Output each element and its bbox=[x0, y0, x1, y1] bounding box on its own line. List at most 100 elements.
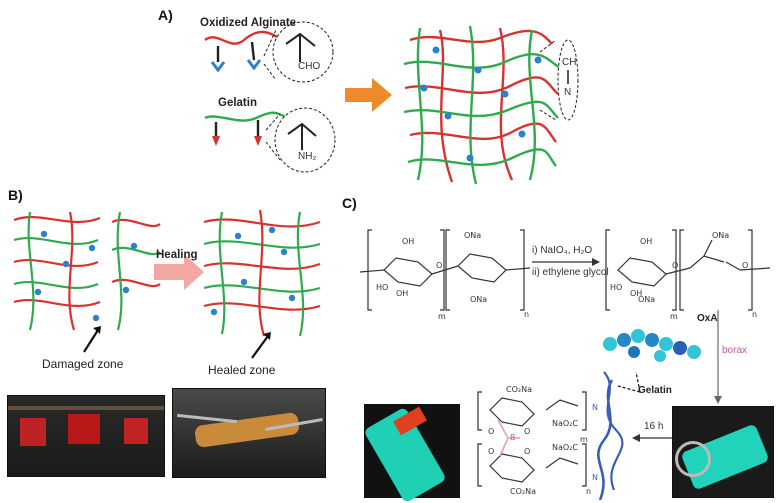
ring bbox=[489, 453, 535, 483]
pointer-arrow-damaged bbox=[83, 329, 99, 353]
network-green-strand bbox=[111, 246, 161, 256]
atom-label: ONa bbox=[464, 231, 482, 240]
zoom-connector bbox=[265, 113, 281, 161]
panel-label-b: B) bbox=[8, 187, 23, 203]
label-step1: i) NaIO₄, H₂O bbox=[532, 245, 593, 256]
network-green-strand bbox=[13, 236, 99, 245]
gel-cube bbox=[20, 418, 46, 446]
crosslink-node bbox=[444, 112, 452, 120]
damaged-network bbox=[13, 211, 161, 331]
network-red-strand bbox=[203, 218, 321, 228]
oxa-repeat-unit bbox=[605, 229, 771, 311]
atom-label: O bbox=[742, 261, 749, 270]
atom-label: NaO₂C bbox=[552, 419, 578, 428]
crosslink-node bbox=[518, 130, 526, 138]
network-red-strand bbox=[498, 27, 514, 181]
network-green-strand bbox=[203, 284, 321, 293]
healing-arrow-pink bbox=[154, 254, 204, 290]
atom-label: ONa bbox=[470, 295, 488, 304]
light-stripe bbox=[8, 406, 164, 410]
network-red-strand bbox=[438, 29, 454, 183]
atom-label: B bbox=[510, 433, 516, 442]
bracket bbox=[477, 443, 482, 487]
label-cho: CHO bbox=[298, 61, 321, 72]
crosslink-node bbox=[130, 242, 138, 250]
atom-label: m bbox=[580, 435, 588, 444]
network-green-strand bbox=[416, 27, 424, 181]
atom-label: NaO₂C bbox=[552, 443, 578, 452]
open-ring bbox=[689, 239, 741, 271]
crosslink-node bbox=[234, 232, 242, 240]
crosslink-node bbox=[34, 288, 42, 296]
network-green-strand bbox=[403, 100, 559, 119]
network-red-strand bbox=[111, 218, 161, 228]
network-red-strand bbox=[13, 216, 101, 223]
label-damaged-zone: Damaged zone bbox=[42, 357, 124, 371]
network-red-strand bbox=[13, 258, 99, 267]
gelatin-pointer bbox=[617, 385, 641, 393]
oxidation-arrowhead bbox=[592, 258, 600, 266]
amine-marker bbox=[212, 136, 220, 146]
crosslink-nodes-b1 bbox=[34, 230, 138, 322]
amine-zoom-circle bbox=[274, 107, 336, 173]
protein-bead bbox=[654, 350, 666, 362]
aldehyde-zoom-structure bbox=[285, 32, 316, 62]
atom-label: O bbox=[488, 447, 495, 456]
gel-cube bbox=[124, 418, 148, 444]
network-green-strand bbox=[218, 211, 226, 335]
borax-arrowhead bbox=[714, 396, 722, 404]
pointer-arrowhead bbox=[263, 332, 271, 340]
crosslink-node bbox=[466, 154, 474, 162]
healed-network bbox=[203, 209, 321, 337]
crosslink-node bbox=[62, 260, 70, 268]
vial-cap bbox=[675, 441, 711, 477]
protein-bead bbox=[628, 346, 640, 358]
borate-crosslink bbox=[497, 419, 520, 457]
ring bbox=[383, 257, 433, 287]
protein-bead bbox=[687, 345, 701, 359]
photo-vial-right bbox=[672, 406, 774, 498]
bracket bbox=[520, 229, 525, 311]
crosslink-node bbox=[40, 230, 48, 238]
crosslink-node bbox=[210, 308, 218, 316]
bracket bbox=[582, 391, 587, 431]
network-red-strand bbox=[13, 298, 101, 307]
panel-label-a: A) bbox=[158, 7, 173, 23]
atom-label: O bbox=[672, 261, 679, 270]
atom-label: O bbox=[524, 427, 531, 436]
bracket bbox=[605, 229, 610, 311]
ring bbox=[617, 257, 667, 287]
crosslink-node bbox=[240, 278, 248, 286]
label-imine-n: N bbox=[564, 87, 572, 98]
atom-label: n bbox=[752, 310, 758, 319]
network-green-strand bbox=[27, 211, 35, 331]
atom-label: O bbox=[436, 261, 443, 270]
time-arrowhead bbox=[632, 434, 640, 442]
crosslink-nodes-b2 bbox=[210, 226, 296, 316]
network-red-strand bbox=[404, 76, 559, 95]
network-green-strand bbox=[403, 53, 561, 70]
crosslinked-product bbox=[477, 391, 587, 487]
crosslink-node bbox=[534, 56, 542, 64]
aldehyde-marker-shape bbox=[246, 59, 262, 71]
atom-label: ONa bbox=[638, 295, 656, 304]
label-healing: Healing bbox=[156, 249, 198, 261]
atom-label: O bbox=[488, 427, 495, 436]
network-green-strand bbox=[116, 211, 123, 331]
alginate-chain bbox=[204, 30, 286, 45]
atom-label: O bbox=[524, 447, 531, 456]
ring bbox=[489, 397, 535, 427]
network-green-strand bbox=[13, 280, 99, 289]
network-green-strand bbox=[468, 25, 478, 185]
atom-label: OH bbox=[640, 237, 653, 246]
imine-zoom-connector bbox=[539, 39, 557, 121]
reaction-arrow-orange bbox=[345, 78, 392, 112]
network-red-strand bbox=[409, 29, 553, 45]
aldehyde-marker bbox=[210, 59, 262, 73]
aldehyde-zoom-circle bbox=[272, 21, 334, 83]
gelatin-pointer bbox=[635, 371, 641, 393]
crosslink-node bbox=[92, 314, 100, 322]
protein-bead bbox=[603, 337, 617, 351]
atom-label: CO₂Na bbox=[506, 385, 532, 394]
open-ring bbox=[545, 399, 579, 469]
